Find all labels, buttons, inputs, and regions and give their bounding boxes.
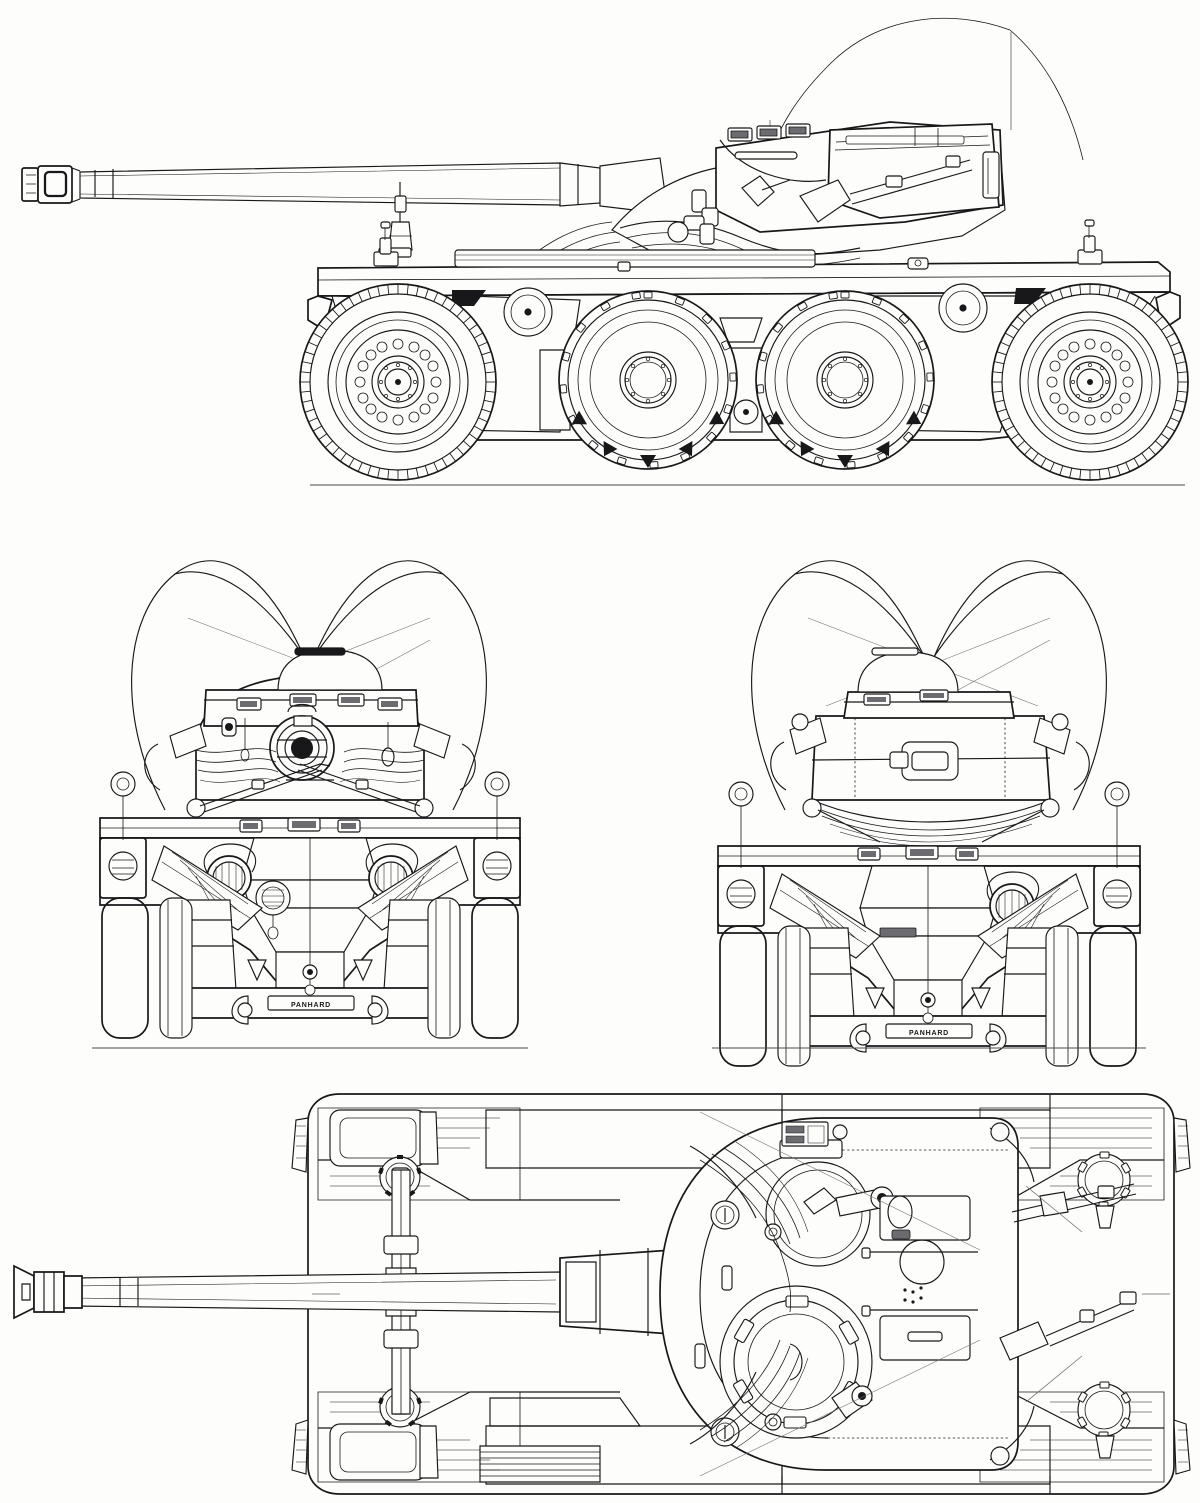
periscope-cluster-plan xyxy=(782,1122,847,1146)
wheel-bolt-circle xyxy=(1047,339,1133,425)
vision-slot-rear xyxy=(1014,288,1046,304)
corner-lamp-rear-left xyxy=(718,782,764,926)
view-front-elevation: PANHARD xyxy=(92,561,528,1049)
turret-front xyxy=(145,648,476,800)
stowed-shovel-side xyxy=(800,156,972,222)
gun-barrel-side xyxy=(22,158,668,257)
number-plate-front-text: PANHARD xyxy=(291,1002,331,1009)
antenna-mount-plan xyxy=(990,1123,1082,1465)
headlamp-guard-right-plan xyxy=(1077,1381,1131,1458)
turret-vent-cap-a xyxy=(711,1201,739,1229)
louvre-panel-plan xyxy=(480,1446,600,1482)
steel-wheel-inner-rear xyxy=(756,291,934,469)
steel-wheel-inner-front xyxy=(559,291,737,469)
driver-hatch-front-plan xyxy=(330,1110,438,1166)
convoy-lamp xyxy=(256,881,290,939)
turret-round-port xyxy=(900,1240,944,1284)
tarp-ropes-plan xyxy=(690,1142,808,1448)
tow-hook-front-left xyxy=(232,996,252,1024)
corner-lamp-rear-right xyxy=(1094,782,1140,926)
lifting-stays-front xyxy=(187,764,433,817)
number-plate-rear[interactable]: PANHARD xyxy=(886,1024,972,1038)
hull-inspection-plate-front xyxy=(504,288,552,336)
hull-rear: PANHARD xyxy=(718,782,1140,1052)
cupola-periscopes-front xyxy=(237,694,402,710)
gun-muzzle-front xyxy=(270,705,334,781)
view-side-elevation xyxy=(22,18,1188,486)
data-plate-stencil xyxy=(880,928,916,937)
tow-hook-front-right xyxy=(368,996,388,1024)
deck-stowage-tube xyxy=(455,250,815,267)
hull-front: PANHARD xyxy=(100,772,520,1024)
headlamp-guard-left-plan xyxy=(1077,1151,1131,1228)
tow-hook-rear-left xyxy=(850,1024,870,1052)
cupola-periscopes xyxy=(728,124,810,141)
road-wheels-front-view xyxy=(102,898,518,1038)
stowed-shovel-plan xyxy=(1000,1292,1136,1360)
view-plan xyxy=(14,1094,1190,1494)
muzzle-brake-icon xyxy=(22,166,80,203)
lifting-stays-rear xyxy=(803,799,1059,842)
oscillating-turret-side xyxy=(470,122,1005,310)
wheel-bulges-plan xyxy=(292,1118,1190,1474)
wheel-bolt-circle xyxy=(355,339,441,425)
turret-roof-plan xyxy=(660,1118,1018,1470)
deck-hatch-b xyxy=(908,258,928,269)
muzzle-brake-plan-icon xyxy=(14,1266,82,1318)
vision-slot-front xyxy=(452,290,486,306)
corner-lamp-left xyxy=(100,772,146,898)
rolled-tarpaulin-rear xyxy=(812,800,1050,846)
road-wheel-rear xyxy=(992,284,1188,480)
corner-lamp-right xyxy=(474,772,520,898)
stowed-pick-plan xyxy=(1012,1184,1136,1222)
view-rear-elevation: PANHARD xyxy=(712,561,1146,1066)
hull-inspection-plate-rear xyxy=(939,284,987,332)
number-plate-front[interactable]: PANHARD xyxy=(268,996,354,1010)
road-wheels-rear-view xyxy=(720,926,1136,1066)
deck-hatch-a xyxy=(618,262,630,271)
number-plate-rear-text: PANHARD xyxy=(909,1030,949,1037)
driver-hatch-rear-plan xyxy=(330,1424,438,1480)
driver-periscope-rear xyxy=(1078,220,1102,264)
tow-hook-rear-right xyxy=(986,1024,1006,1052)
stowed-pick-side xyxy=(742,176,790,206)
road-wheel-front xyxy=(300,284,496,480)
bin-handle xyxy=(890,742,958,780)
driver-periscope-front xyxy=(374,222,398,266)
